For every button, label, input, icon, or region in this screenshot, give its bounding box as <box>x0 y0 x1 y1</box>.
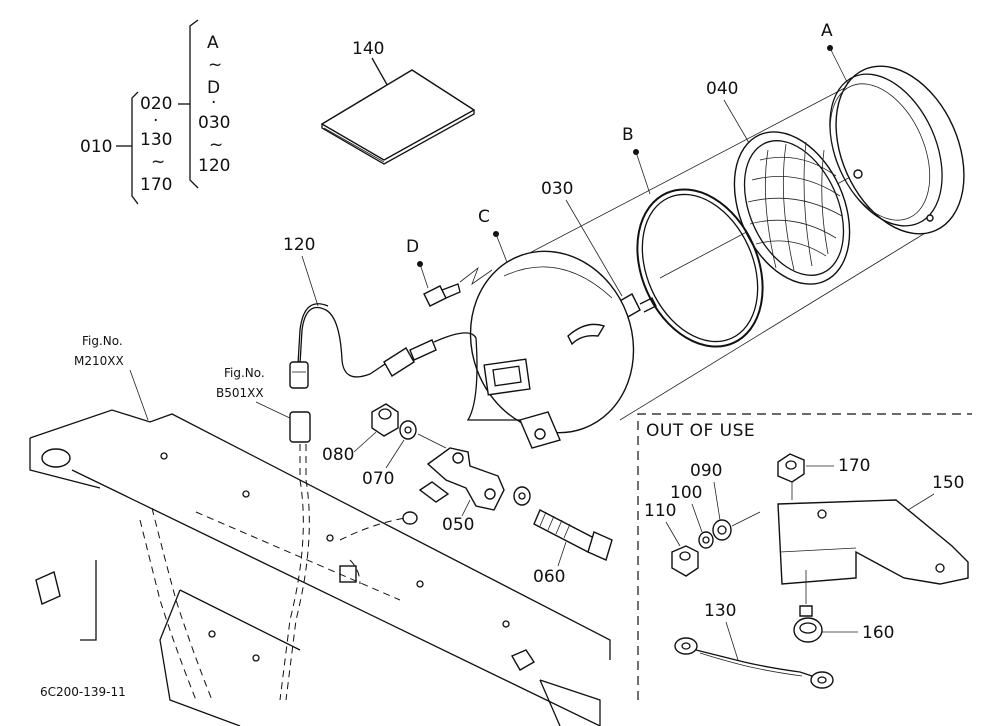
tree-g2-item-6: 120 <box>198 156 230 176</box>
tree-g1-item-3: ~ <box>151 152 165 172</box>
fig2-label: Fig.No. <box>224 366 265 380</box>
label-060: 060 <box>533 567 565 587</box>
label-C: C <box>478 207 490 227</box>
part-B-ring: B <box>622 125 764 348</box>
tree-g2-item-5: ~ <box>209 135 223 155</box>
tree-g2-item-4: 030 <box>198 113 230 133</box>
label-130: 130 <box>704 601 736 621</box>
label-100: 100 <box>670 483 702 503</box>
label-140: 140 <box>352 39 384 59</box>
label-150: 150 <box>932 473 964 493</box>
label-080: 080 <box>322 445 354 465</box>
part-040-lens: 040 <box>706 79 851 285</box>
tree-g1-item-2: 130 <box>140 130 172 150</box>
tree-g1-item-1: · <box>153 111 158 131</box>
tree-g2-item-0: A <box>207 33 219 53</box>
assembly-tree: 010 020 · 130 ~ 170 A ~ D · 030 ~ 120 <box>80 19 230 205</box>
label-030: 030 <box>541 179 573 199</box>
part-050-bracket: 050 <box>418 447 505 535</box>
fig2-number: B501XX <box>216 386 264 400</box>
figure-refs: Fig.No. M210XX Fig.No. B501XX <box>74 334 311 701</box>
parts-080-070: 080 070 <box>322 403 447 489</box>
fig1-label: Fig.No. <box>82 334 123 348</box>
tree-g2-item-2: D <box>207 78 220 98</box>
label-A: A <box>821 21 833 41</box>
machine-body <box>29 409 611 726</box>
label-160: 160 <box>862 623 894 643</box>
part-D-screw: D <box>406 237 461 307</box>
out-of-use-title: OUT OF USE <box>646 421 755 441</box>
tree-g2-item-1: ~ <box>208 55 222 75</box>
out-of-use-box: OUT OF USE 170 150 160 110 100 090 <box>637 413 972 700</box>
part-A-bezel: A <box>821 21 965 235</box>
part-C-housing: C <box>469 207 635 449</box>
tree-g1-item-0: 020 <box>140 94 172 114</box>
label-090: 090 <box>690 461 722 481</box>
label-040: 040 <box>706 79 738 99</box>
part-060-bolt: 060 <box>513 486 613 587</box>
label-D: D <box>406 237 419 257</box>
label-B: B <box>622 125 634 145</box>
label-050: 050 <box>442 515 474 535</box>
drawing-code: 6C200-139-11 <box>40 685 126 699</box>
label-070: 070 <box>362 469 394 489</box>
part-120-harness: 120 <box>283 235 520 421</box>
tree-g1-item-4: 170 <box>140 175 172 195</box>
tree-g2-item-3: · <box>211 93 216 113</box>
label-170: 170 <box>838 456 870 476</box>
part-140-booklet: 140 <box>320 39 476 165</box>
label-120: 120 <box>283 235 315 255</box>
tree-root-label: 010 <box>80 137 112 157</box>
label-110: 110 <box>644 501 676 521</box>
fig1-number: M210XX <box>74 354 124 368</box>
